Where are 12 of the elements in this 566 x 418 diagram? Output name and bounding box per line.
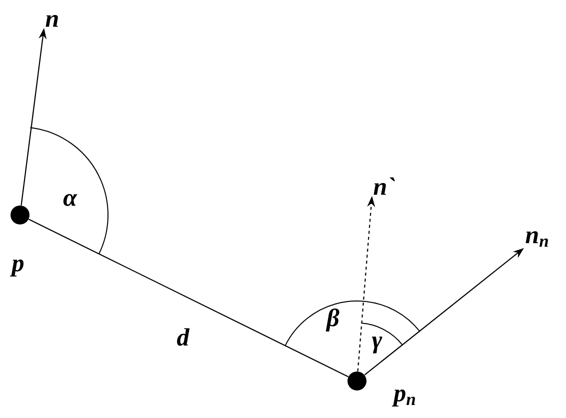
angle-label: γ (372, 336, 382, 354)
point-dot (10, 206, 30, 224)
vector-label: n$_{n}$ (526, 231, 548, 247)
angle-label: α (63, 194, 78, 206)
angle-label: β (326, 308, 340, 332)
point-label: p (10, 259, 24, 277)
line (28, 218, 349, 378)
vector-label: n (46, 15, 58, 27)
point-dot (348, 372, 366, 390)
point-label: p$_{n}$ (392, 389, 415, 407)
edge-label: d (177, 328, 190, 346)
vector-label: n` (374, 177, 395, 195)
